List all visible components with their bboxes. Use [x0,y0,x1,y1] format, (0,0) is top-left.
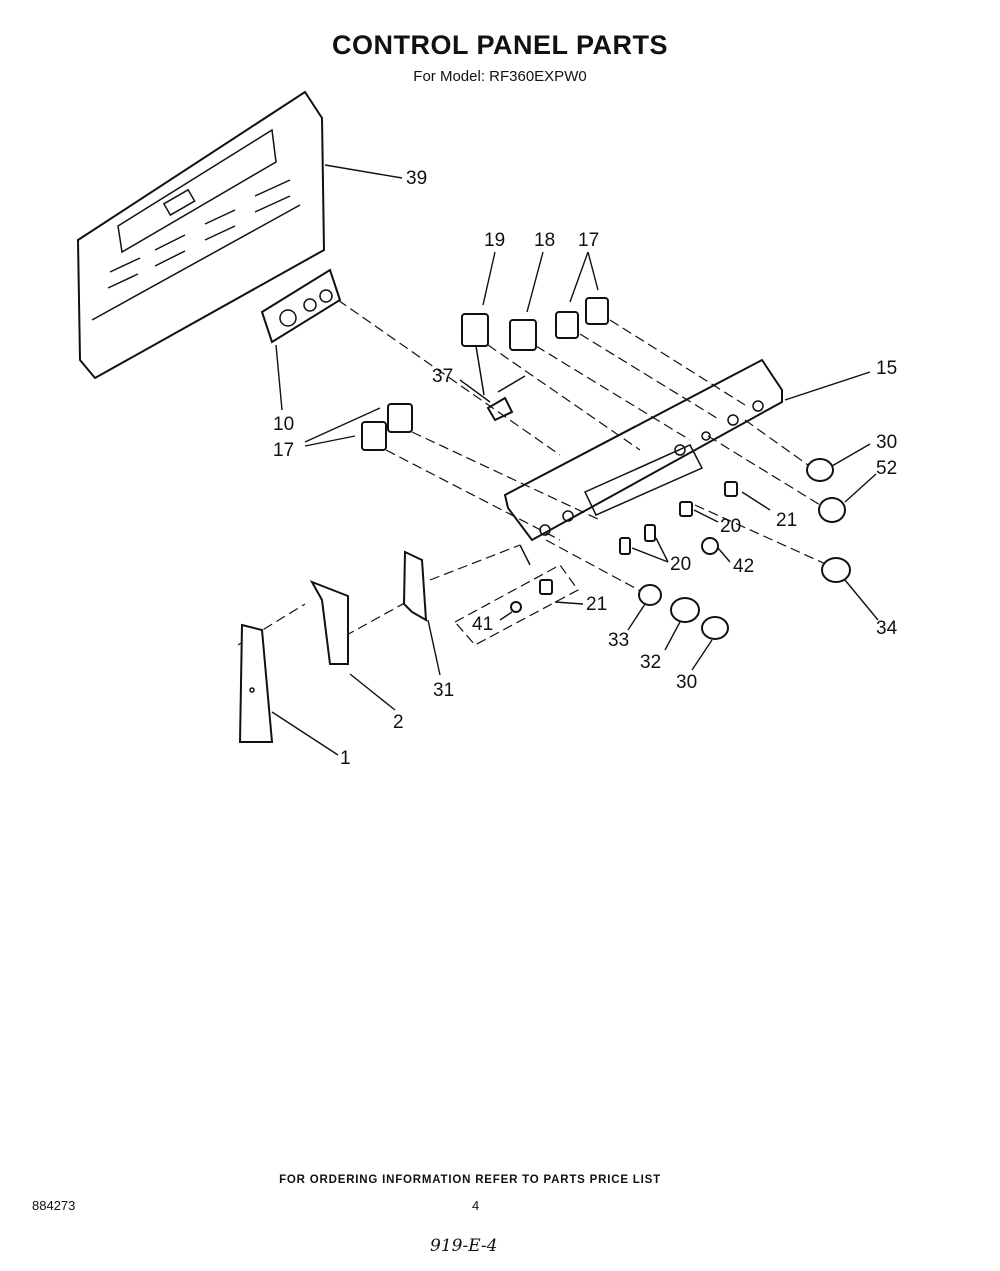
switch-18 [509,319,537,351]
callout-31: 31 [433,680,454,701]
model-subtitle: For Model: RF360EXPW0 [413,68,587,85]
callout-1: 1 [340,748,351,769]
callout-33: 33 [608,630,629,651]
callout-17-upper: 17 [578,230,599,251]
callout-30-lower: 30 [676,672,697,693]
bracket-31 [402,550,428,622]
switch-17-lower-top [387,403,413,433]
callout-21-lower: 21 [586,594,607,615]
callout-37: 37 [432,366,453,387]
switch-17-lower-bottom [361,421,387,451]
callout-42: 42 [733,556,754,577]
control-panel [503,358,783,566]
handwritten-note: 919-E-4 [430,1236,498,1256]
knob-52 [818,497,846,523]
switch-17-upper-left [555,311,579,339]
assembly-lines [237,299,831,646]
document-number: 884273 [32,1198,76,1213]
callout-32: 32 [640,652,661,673]
callout-20-upper: 20 [720,516,741,537]
clip-37 [486,375,526,422]
callout-21-upper: 21 [776,510,797,531]
callout-15: 15 [876,358,897,379]
callout-10: 10 [273,414,294,435]
page-number: 4 [472,1198,480,1213]
callout-34: 34 [876,618,898,639]
knob-30-upper [806,458,834,482]
knob-34 [821,557,851,583]
rear-console-panel [76,90,326,380]
callout-17-lower: 17 [273,440,294,461]
side-trim-1 [238,623,274,743]
callout-41: 41 [472,614,493,635]
callout-18: 18 [534,230,555,251]
knob-30-lower [701,616,729,640]
callout-52: 52 [876,458,897,479]
leader-lines [271,164,879,756]
indicator-light-housing [260,268,342,344]
callout-2: 2 [393,712,404,733]
page-title: CONTROL PANEL PARTS [331,30,669,60]
callout-19: 19 [484,230,505,251]
knob-32 [670,597,700,623]
ordering-note: FOR ORDERING INFORMATION REFER TO PARTS … [279,1174,661,1186]
callout-20-lower: 20 [670,554,691,575]
callout-30-upper: 30 [876,432,897,453]
small-clips [510,481,738,613]
switch-17-upper-right [585,297,609,325]
callout-39: 39 [406,168,427,189]
bracket-2 [309,580,349,665]
knob-33 [638,584,662,606]
switch-19 [461,313,489,396]
